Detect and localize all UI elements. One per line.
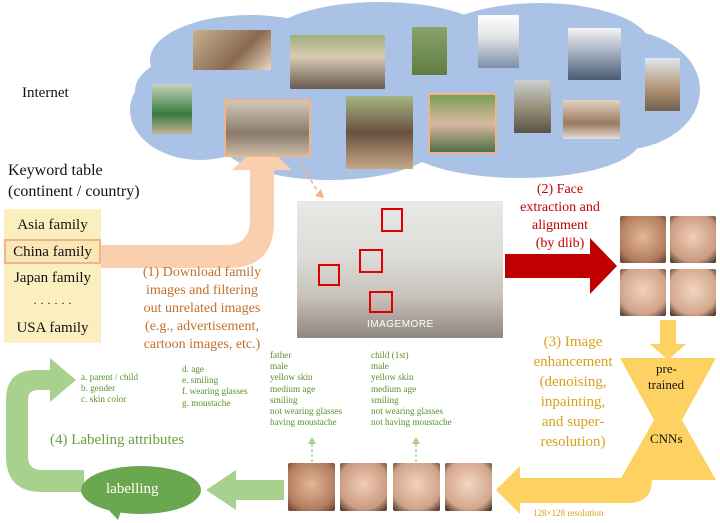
legend-item: b. gender [81,383,116,394]
step2-line: extraction and [520,200,600,215]
step1-line: (1) Download family [142,265,262,280]
legend-item: f. wearing glasses [182,386,248,397]
resolution-note: 128×128 resolution [533,508,604,518]
labelling-loop-arrow [6,358,84,492]
enhanced-face-3 [393,463,440,511]
step2-description: (2) Face extraction and alignment (by dl… [505,181,615,253]
internet-photo-2 [290,35,385,89]
internet-label: Internet [22,85,69,101]
keyword-table-title-2: (continent / country) [8,183,140,200]
main-family-photo: IMAGEMORE [297,201,503,338]
attribute-item: not having moustache [371,417,452,428]
attribute-legend-col1: a. parent / child b. gender c. skin colo… [81,372,138,406]
attributes-father: father male yellow skin medium age smili… [270,350,342,429]
internet-photo-11 [514,80,551,133]
attribute-item: medium age [270,383,316,394]
upward-dashed-arrows [308,437,420,462]
step1-line: images and filtering [146,283,258,298]
labelling-bubble: labelling [106,481,159,497]
face-box-3 [318,264,340,286]
cnn-output-arrow [496,466,652,514]
keyword-item: · · · · · · [33,296,72,310]
internet-photo-4 [478,15,519,68]
face-box-4 [369,291,393,313]
download-arrow [100,142,292,268]
step3-line: resolution) [540,434,606,450]
extracted-face-2 [670,216,716,263]
face-box-2 [359,249,383,273]
step1-line: cartoon images, etc.) [143,337,261,352]
step1-line: out unrelated images [143,301,261,316]
face-box-1 [381,208,403,232]
step1-line: (e.g., advertisement, [145,319,259,334]
step3-description: (3) Image enhancement (denoising, inpain… [518,332,628,452]
step1-description: (1) Download family images and filtering… [112,264,292,354]
legend-item: c. skin color [81,394,127,405]
attribute-item: male [270,361,288,372]
internet-photo-8 [224,99,311,157]
enhanced-face-4 [445,463,492,511]
cnn-hourglass [620,358,716,480]
enhanced-face-1 [288,463,335,511]
attribute-item: medium age [371,383,417,394]
keyword-item: USA family [16,320,89,336]
attributes-child: child (1st) male yellow skin medium age … [371,350,452,429]
step3-line: inpainting, [540,394,606,410]
attribute-item: yellow skin [371,372,414,383]
attribute-item: not wearing glasses [371,406,443,417]
cnn-label-3: CNNs [650,431,683,446]
internet-photo-10 [428,93,497,154]
enhancement-arrow-down [650,320,686,360]
internet-photo-12 [563,100,620,139]
internet-photo-6 [645,58,680,111]
attribute-item: having moustache [270,417,337,428]
step4-label: (4) Labeling attributes [50,432,185,448]
attribute-item: father [270,350,292,360]
keyword-item: Japan family [13,270,92,286]
cnn-label-2: trained [648,377,685,392]
internet-photo-5 [568,28,621,80]
watermark: IMAGEMORE [367,319,434,330]
attribute-item: not wearing glasses [270,406,342,417]
step2-line: alignment [532,218,588,233]
keyword-item: Asia family [17,217,88,233]
extracted-face-1 [620,216,666,263]
keyword-table-title-1: Keyword table [8,162,103,179]
legend-item: d. age [182,364,204,374]
step3-line: (denoising, [539,374,607,390]
internet-photo-9 [346,96,413,169]
attribute-item: yellow skin [270,372,313,383]
internet-photo-7 [152,84,192,134]
internet-photo-3 [412,27,447,75]
attribute-legend-col2: d. age e. smiling f. wearing glasses g. … [182,364,248,409]
faces-to-labelling-arrow [206,470,284,510]
face-extraction-arrow [505,238,617,294]
step3-line: and super- [541,414,605,430]
step3-line: (3) Image [543,334,603,350]
step2-line: (by dlib) [535,236,585,251]
step2-line: (2) Face [536,182,584,197]
legend-item: e. smiling [182,375,219,386]
labelling-bubble-shape [81,466,201,520]
legend-item: g. moustache [182,397,231,408]
attribute-item: child (1st) [371,350,409,360]
step3-line: enhancement [533,354,613,370]
internet-photo-1 [193,30,271,70]
attribute-item: smiling [270,394,298,405]
keyword-table: Asia family China family Japan family · … [4,209,101,343]
attribute-item: male [371,361,389,372]
extracted-face-3 [620,269,666,316]
cnn-label-1: pre- [656,361,677,376]
legend-item: a. parent / child [81,372,139,382]
dashed-arrow [299,161,324,198]
keyword-item-selected: China family [4,239,101,264]
enhanced-face-2 [340,463,387,511]
extracted-face-4 [670,269,716,316]
attribute-item: smiling [371,394,399,405]
